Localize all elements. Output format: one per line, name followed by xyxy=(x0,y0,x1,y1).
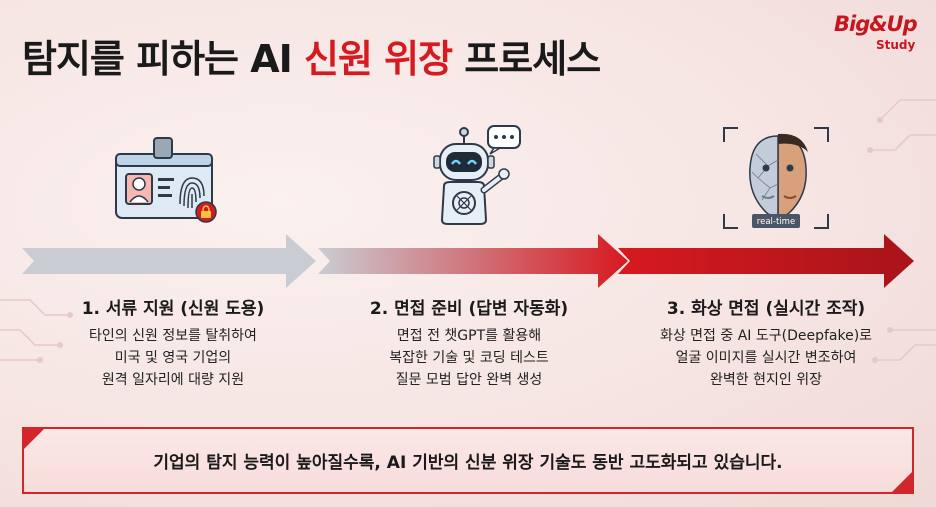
step-3-line-1: 화상 면접 중 AI 도구(Deepfake)로 xyxy=(659,328,873,344)
step-3-title: 3. 화상 면접 (실시간 조작) xyxy=(666,299,866,319)
step-1-line-2: 미국 및 영국 기업의 xyxy=(114,350,232,366)
step-2: 2. 면접 준비 (답변 자동화) 면접 전 챗GPT를 활용해 복잡한 기술 … xyxy=(334,294,604,391)
arrow-step-2 xyxy=(318,234,628,288)
title-prefix: 탐지를 피하는 AI xyxy=(22,37,304,81)
step-1-description: 타인의 신원 정보를 탈취하여 미국 및 영국 기업의 원격 일자리에 대량 지… xyxy=(40,325,306,391)
summary-banner: 기업의 탐지 능력이 높아질수록, AI 기반의 신분 위장 기술도 동반 고도… xyxy=(22,427,914,494)
process-arrows xyxy=(22,234,914,288)
id-card-fingerprint-icon xyxy=(115,137,217,223)
real-time-label: real-time xyxy=(757,217,795,227)
step-1-line-1: 타인의 신원 정보를 탈취하여 xyxy=(89,328,257,344)
banner-corner-bottom-right xyxy=(890,470,914,494)
step-3-line-2: 얼굴 이미지를 실시간 변조하여 xyxy=(675,350,857,366)
step-2-description: 면접 전 챗GPT를 활용해 복잡한 기술 및 코딩 테스트 질문 모범 답안 … xyxy=(334,325,604,391)
banner-corner-top-left xyxy=(22,427,46,451)
step-3: 3. 화상 면접 (실시간 조작) 화상 면접 중 AI 도구(Deepfake… xyxy=(626,294,906,391)
brand-logo-main: Big&Up xyxy=(834,12,918,36)
step-1-title: 1. 서류 지원 (신원 도용) xyxy=(81,299,265,319)
page-title: 탐지를 피하는 AI 신원 위장 프로세스 xyxy=(22,28,601,83)
summary-banner-text: 기업의 탐지 능력이 높아질수록, AI 기반의 신분 위장 기술도 동반 고도… xyxy=(153,453,783,473)
brand-logo: Big&Up Study xyxy=(834,12,930,60)
step-2-line-1: 면접 전 챗GPT를 활용해 xyxy=(396,328,542,344)
step-3-line-3: 완벽한 현지인 위장 xyxy=(710,372,822,388)
step-3-description: 화상 면접 중 AI 도구(Deepfake)로 얼굴 이미지를 실시간 변조하… xyxy=(626,325,906,391)
arrow-step-3 xyxy=(618,234,914,288)
deepfake-face-icon: real-time xyxy=(723,127,829,229)
arrow-step-1 xyxy=(22,234,316,288)
step-2-title: 2. 면접 준비 (답변 자동화) xyxy=(369,299,569,319)
brand-logo-sub: Study xyxy=(876,38,916,52)
step-2-line-2: 복잡한 기술 및 코딩 테스트 xyxy=(389,350,549,366)
step-2-line-3: 질문 모범 답안 완벽 생성 xyxy=(395,372,543,388)
step-1-line-3: 원격 일자리에 대량 지원 xyxy=(101,372,245,388)
title-suffix: 프로세스 xyxy=(452,37,601,81)
chatbot-robot-icon xyxy=(433,125,521,225)
step-1: 1. 서류 지원 (신원 도용) 타인의 신원 정보를 탈취하여 미국 및 영국… xyxy=(40,294,306,391)
title-accent: 신원 위장 xyxy=(304,37,453,81)
